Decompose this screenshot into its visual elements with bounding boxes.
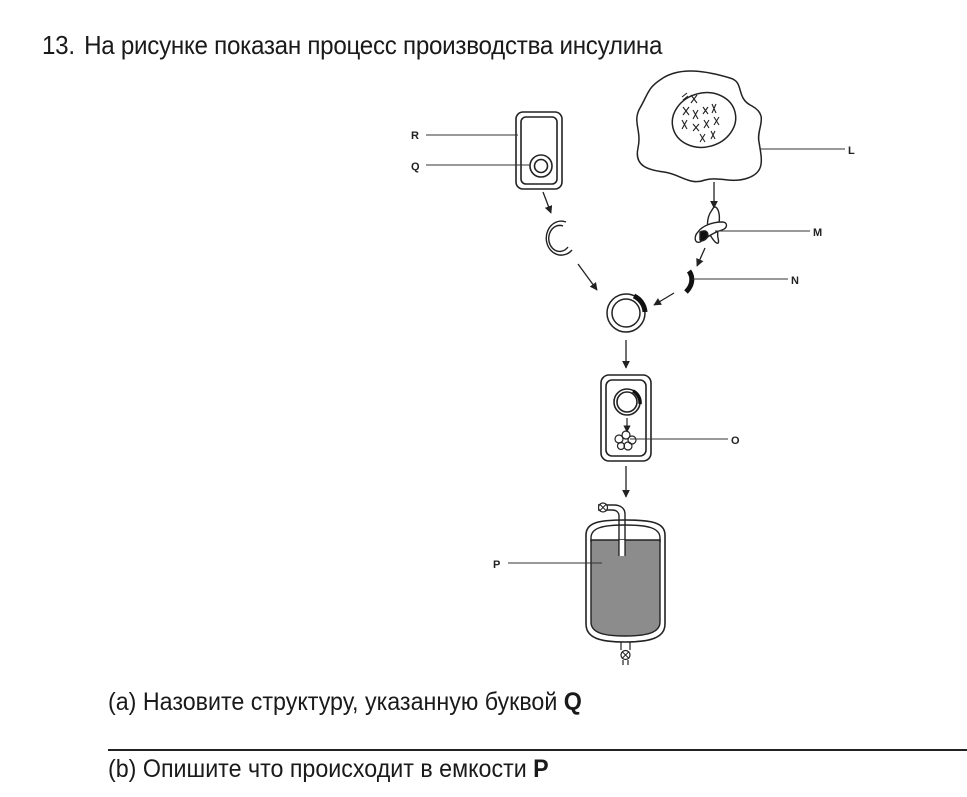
arrow [696,247,706,267]
arrow [577,263,598,291]
question-text: На рисунке показан процесс производства … [84,30,663,60]
fermenter-tank [585,502,666,665]
subquestion-a-letter: Q [563,688,582,716]
cut-plasmid [545,220,573,256]
label-r: R [411,130,419,142]
subquestion-a: (a) Назовите структуру, указанную буквой… [108,688,582,717]
subquestion-a-text: (a) Назовите структуру, указанную буквой [108,688,564,716]
label-m: M [813,227,822,239]
human-cell [636,70,763,183]
arrow [653,292,675,306]
label-o: O [731,435,740,447]
bacterium-cell [515,111,563,190]
subquestion-b: (b) Опишите что происходит в емкости P [108,755,549,784]
chromosomes [681,92,720,143]
subquestion-b-text: (b) Опишите что происходит в емкости [108,755,534,783]
gene-fragment-n [684,269,695,294]
question-title: 13. На рисунке показан процесс производст… [42,30,662,61]
transformed-bacterium [600,374,652,462]
label-p: P [493,559,500,571]
chromosome-m [694,206,728,244]
label-q: Q [411,161,420,173]
insulin-protein-o [614,430,637,451]
question-number: 13. [42,30,75,60]
culture-liquid [590,539,661,637]
recombinant-plasmid [606,293,648,333]
answer-line[interactable] [108,749,967,751]
arrow [542,191,553,214]
subquestion-b-letter: P [533,755,549,783]
label-l: L [848,145,855,157]
label-n: N [791,275,799,287]
